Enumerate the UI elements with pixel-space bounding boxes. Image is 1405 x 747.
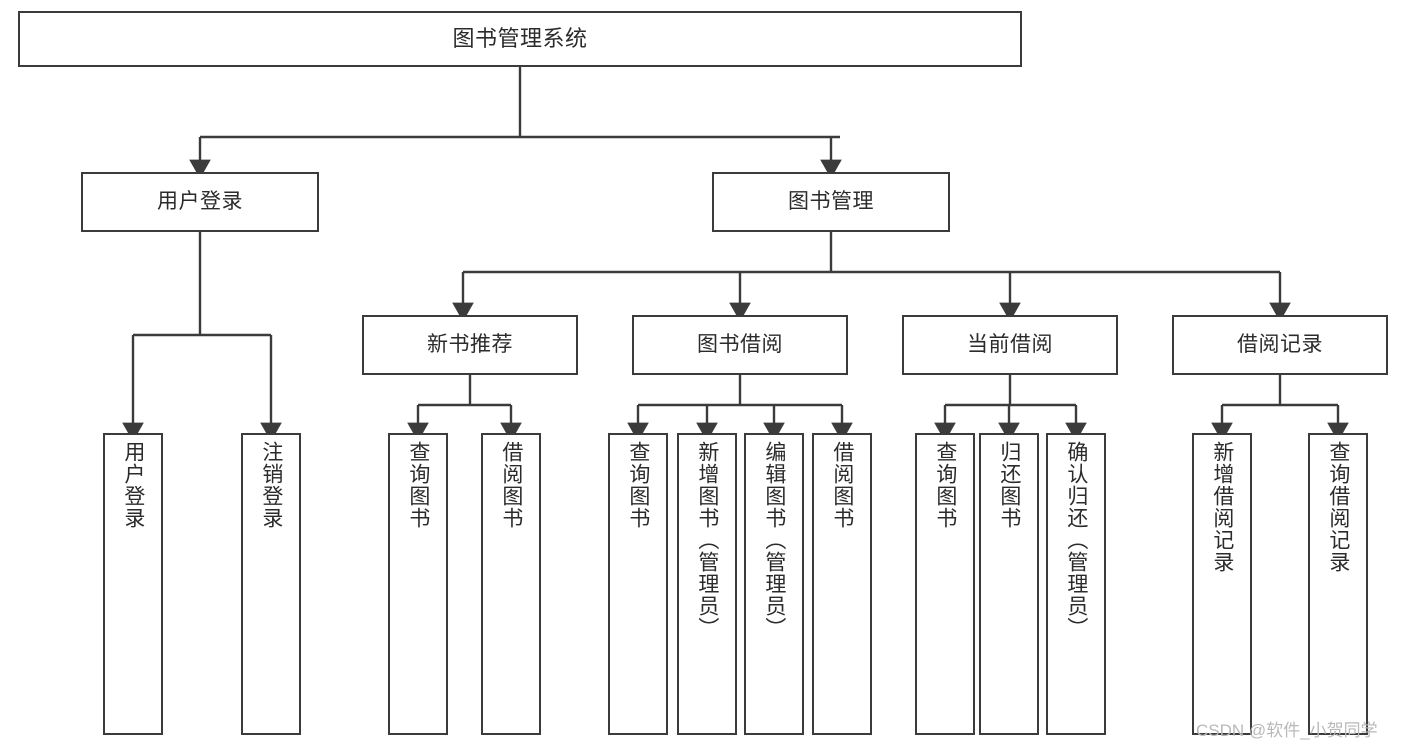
node-leaf-borrow-book-1[interactable]: 借阅图书 [481,433,541,735]
node-user-login-label: 用户登录 [157,189,243,213]
node-leaf-add-book[interactable]: 新增图书（管理员） [677,433,737,735]
csdn-watermark: CSDN @软件_小贺同学 [1196,721,1378,740]
node-leaf-edit-book-label: 编辑图书（管理员） [762,441,786,639]
node-leaf-query-record-label: 查询借阅记录 [1326,441,1350,573]
node-leaf-user-login-label: 用户登录 [121,441,145,529]
node-leaf-logout-login[interactable]: 注销登录 [241,433,301,735]
node-leaf-query-book-2-label: 查询图书 [626,441,650,529]
node-leaf-query-book-1-label: 查询图书 [406,441,430,529]
node-leaf-borrow-book-1-label: 借阅图书 [499,441,523,529]
node-leaf-add-record[interactable]: 新增借阅记录 [1192,433,1252,735]
node-leaf-query-book-2[interactable]: 查询图书 [608,433,668,735]
node-current-borrow[interactable]: 当前借阅 [902,315,1118,375]
node-new-book-recommend-label: 新书推荐 [427,332,513,356]
node-leaf-borrow-book-2-label: 借阅图书 [830,441,854,529]
node-leaf-query-record[interactable]: 查询借阅记录 [1308,433,1368,735]
node-root[interactable]: 图书管理系统 [18,11,1022,67]
node-book-management-label: 图书管理 [788,189,874,213]
node-new-book-recommend[interactable]: 新书推荐 [362,315,578,375]
node-current-borrow-label: 当前借阅 [967,332,1053,356]
node-book-borrow[interactable]: 图书借阅 [632,315,848,375]
node-leaf-logout-login-label: 注销登录 [259,441,283,529]
node-leaf-add-record-label: 新增借阅记录 [1210,441,1234,573]
node-root-label: 图书管理系统 [452,26,588,52]
node-borrow-record[interactable]: 借阅记录 [1172,315,1388,375]
node-user-login[interactable]: 用户登录 [81,172,319,232]
node-book-management[interactable]: 图书管理 [712,172,950,232]
node-leaf-edit-book[interactable]: 编辑图书（管理员） [744,433,804,735]
node-leaf-query-book-3[interactable]: 查询图书 [915,433,975,735]
node-leaf-return-book-label: 归还图书 [997,441,1021,529]
node-leaf-return-book[interactable]: 归还图书 [979,433,1039,735]
node-leaf-confirm-return[interactable]: 确认归还（管理员） [1046,433,1106,735]
node-book-borrow-label: 图书借阅 [697,332,783,356]
node-borrow-record-label: 借阅记录 [1237,332,1323,356]
node-leaf-confirm-return-label: 确认归还（管理员） [1064,441,1088,639]
node-leaf-borrow-book-2[interactable]: 借阅图书 [812,433,872,735]
node-leaf-add-book-label: 新增图书（管理员） [695,441,719,639]
node-leaf-query-book-1[interactable]: 查询图书 [388,433,448,735]
node-leaf-user-login[interactable]: 用户登录 [103,433,163,735]
node-leaf-query-book-3-label: 查询图书 [933,441,957,529]
